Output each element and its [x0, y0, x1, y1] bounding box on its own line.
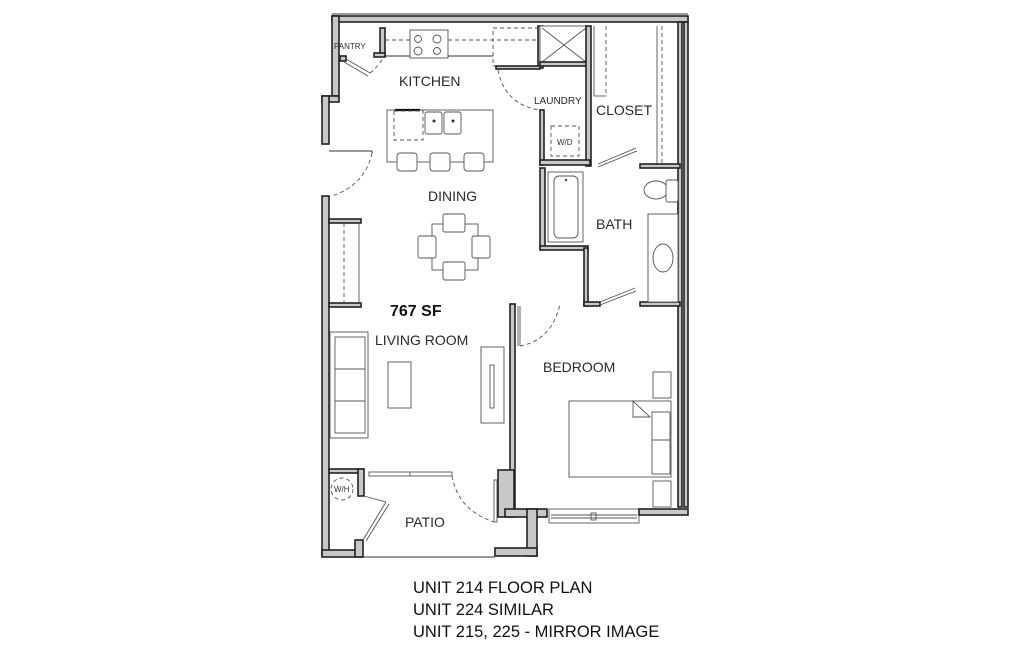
refrigerator: [492, 27, 540, 67]
laundry-walls: [495, 25, 592, 167]
dining-table: [417, 213, 491, 281]
bedroom-furniture: [568, 371, 672, 508]
kitchen-label: KITCHEN: [399, 73, 460, 89]
closet-label: CLOSET: [596, 102, 652, 118]
tv-console: [480, 346, 505, 424]
patio-walls: [363, 469, 548, 558]
kitchen-counter: [385, 27, 540, 67]
bedroom-window: [548, 508, 689, 524]
patio-label: PATIO: [405, 514, 445, 530]
patio-sliding-door: [368, 471, 498, 523]
bar-stool: [396, 152, 418, 172]
range-stove: [409, 29, 449, 59]
caption-line-1: UNIT 214 FLOOR PLAN: [413, 579, 593, 597]
dishwasher: [393, 110, 424, 141]
bath: [539, 167, 681, 307]
entry-door: [329, 150, 373, 197]
toilet: [643, 180, 669, 200]
nightstand: [652, 480, 672, 508]
washer-dryer: [550, 125, 580, 157]
bath-sink: [652, 243, 674, 273]
dining-window: [328, 218, 362, 308]
sink-right: [443, 111, 462, 135]
outer-wall-right: [677, 21, 689, 508]
bedroom-label: BEDROOM: [543, 359, 615, 375]
water-heater-label: W/H: [334, 485, 350, 494]
living-room-furniture: [329, 331, 505, 439]
coffee-table: [387, 361, 412, 409]
bar-stool: [463, 152, 485, 172]
caption-line-2: UNIT 224 SIMILAR: [413, 601, 554, 619]
living-room-label: LIVING ROOM: [375, 332, 468, 348]
water-heater-closet: [328, 468, 390, 542]
nightstand: [652, 371, 672, 399]
pantry: PANTRY: [334, 27, 386, 77]
area-label: 767 SF: [390, 303, 442, 320]
washer-dryer-label: W/D: [557, 138, 573, 147]
sofa: [329, 331, 369, 439]
sink-left: [424, 111, 443, 135]
bath-label: BATH: [596, 216, 632, 232]
pantry-label: PANTRY: [334, 42, 366, 51]
outer-wall-top: [331, 13, 689, 23]
kitchen-island: [386, 108, 494, 172]
outer-wall-left: [321, 15, 364, 558]
bedroom-wall: [509, 303, 561, 517]
closet: [593, 26, 681, 169]
bar-stool: [429, 152, 451, 172]
caption-line-3: UNIT 215, 225 - MIRROR IMAGE: [413, 623, 660, 641]
laundry-label: LAUNDRY: [534, 96, 582, 107]
tv: [489, 364, 495, 409]
dining-label: DINING: [428, 188, 477, 204]
